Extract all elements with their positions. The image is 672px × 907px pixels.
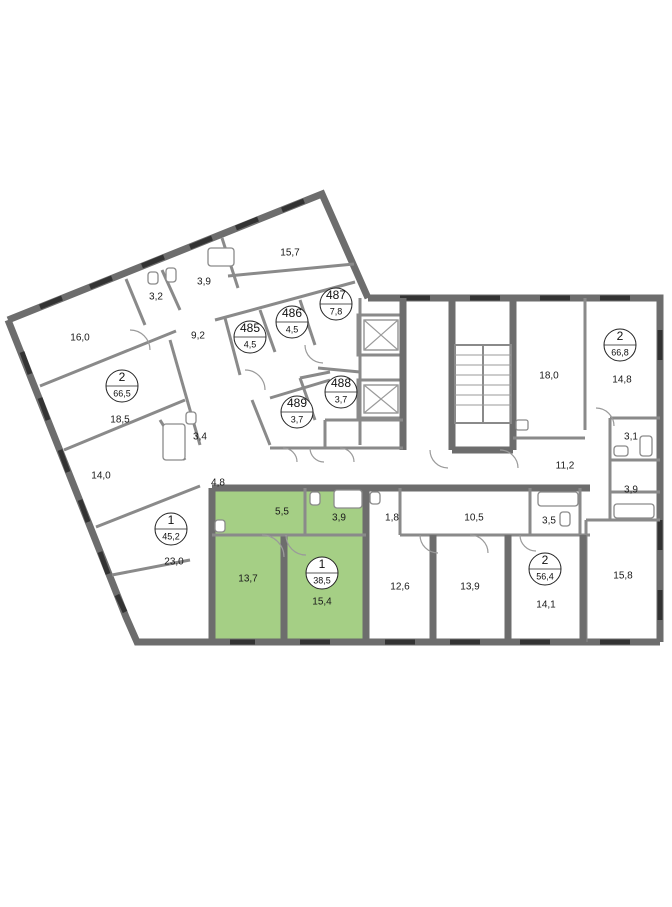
area-label: 15,4 — [312, 597, 332, 608]
tag-area: 3,7 — [335, 394, 348, 404]
tag-apt-1-selected[interactable]: 1 38,5 — [305, 556, 339, 590]
tag-apt-2-east[interactable]: 2 66,8 — [603, 328, 637, 362]
tag-number: 1 — [319, 557, 326, 571]
area-label: 12,6 — [390, 582, 410, 593]
area-label: 11,2 — [556, 461, 575, 472]
tag-area: 3,7 — [291, 414, 304, 424]
tag-area: 38,5 — [313, 575, 331, 585]
area-label: 3,2 — [149, 292, 163, 303]
area-label: 3,4 — [193, 432, 207, 443]
windows — [19, 198, 663, 645]
tag-room-488[interactable]: 488 3,7 — [324, 375, 358, 409]
tag-number: 487 — [326, 288, 346, 302]
area-label: 14,1 — [536, 600, 556, 611]
tag-room-487[interactable]: 487 7,8 — [319, 287, 353, 321]
area-label: 15,7 — [280, 248, 300, 259]
tag-number: 488 — [331, 376, 351, 390]
tag-room-489[interactable]: 489 3,7 — [280, 395, 314, 429]
elevator-1 — [363, 319, 399, 351]
tag-number: 486 — [282, 306, 302, 320]
area-label: 10,5 — [464, 513, 484, 524]
area-label: 15,8 — [613, 571, 633, 582]
tag-area: 4,5 — [244, 339, 257, 349]
tag-number: 2 — [542, 553, 549, 567]
tag-area: 45,2 — [162, 531, 180, 541]
area-label: 14,0 — [91, 471, 111, 482]
area-label: 3,1 — [624, 432, 638, 443]
tag-area: 66,8 — [611, 347, 629, 357]
area-label: 14,8 — [612, 375, 632, 386]
area-label: 4,8 — [211, 478, 225, 489]
tag-number: 489 — [287, 396, 307, 410]
tag-area: 56,4 — [536, 571, 554, 581]
tag-room-486[interactable]: 486 4,5 — [275, 305, 309, 339]
tag-apt-1-west[interactable]: 1 45,2 — [154, 512, 188, 546]
tag-number: 2 — [119, 370, 126, 384]
tag-number: 1 — [168, 513, 175, 527]
area-label: 18,5 — [110, 415, 130, 426]
area-label: 3,9 — [332, 513, 346, 524]
area-label: 13,9 — [460, 582, 480, 593]
selected-apartment-highlight[interactable] — [212, 488, 366, 640]
area-label: 3,9 — [624, 485, 638, 496]
tag-number: 2 — [617, 329, 624, 343]
area-label: 5,5 — [275, 507, 289, 518]
bath-fixtures — [147, 247, 655, 533]
tag-area: 4,5 — [286, 324, 299, 334]
staircase — [454, 344, 512, 424]
tag-number: 485 — [240, 321, 260, 335]
tag-room-485[interactable]: 485 4,5 — [233, 320, 267, 354]
room-area-labels: 15,7 3,9 3,2 16,0 9,2 18,5 3,4 14,0 4,8 … — [70, 248, 638, 611]
area-label: 3,9 — [197, 277, 211, 288]
area-label: 9,2 — [191, 331, 205, 342]
elevator-2 — [363, 384, 399, 414]
area-label: 3,5 — [542, 516, 556, 527]
tag-area: 66,5 — [113, 388, 131, 398]
doors — [129, 329, 615, 558]
area-label: 13,7 — [238, 574, 258, 585]
area-label: 1,8 — [385, 513, 399, 524]
tag-area: 7,8 — [330, 306, 343, 316]
area-label: 23,0 — [164, 557, 184, 568]
area-label: 18,0 — [539, 371, 559, 382]
tag-apt-2-south[interactable]: 2 56,4 — [528, 552, 562, 586]
tag-apt-2-west[interactable]: 2 66,5 — [105, 369, 139, 403]
area-label: 16,0 — [70, 333, 90, 344]
